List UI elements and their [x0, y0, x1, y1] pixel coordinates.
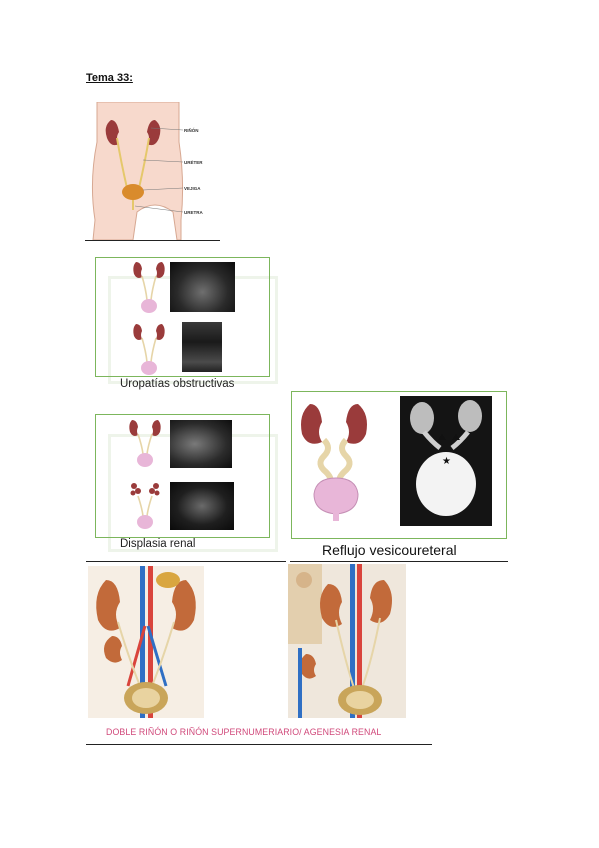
label-bladder: VEJIGA: [184, 186, 201, 191]
divider-1: [85, 240, 220, 241]
kidney-diagram-obstructive-2: [132, 322, 166, 378]
divider-3: [86, 561, 286, 562]
label-kidney: RIÑÓN: [184, 126, 199, 133]
kidney-diagram-dysplasia-2: [128, 480, 162, 532]
page-title: Tema 33:: [86, 72, 133, 84]
caption-obstructive: Uropatías obstructivas: [120, 378, 235, 390]
ultrasound-image-1: [170, 262, 235, 312]
double-kidney-illustration-2: [288, 564, 406, 718]
caption-reflux: Reflujo vesicoureteral: [322, 542, 457, 558]
divider-2: [290, 561, 508, 562]
svg-text:★: ★: [442, 456, 451, 467]
label-ureter: URÉTER: [184, 158, 203, 165]
xray-image-1: [182, 322, 222, 372]
kidney-diagram-obstructive-1: [132, 260, 166, 316]
cystogram-image: ★: [400, 396, 492, 526]
reflux-diagram: [296, 398, 388, 526]
kidney-diagram-dysplasia-1: [128, 418, 162, 470]
obstructive-frame: [95, 257, 270, 377]
ultrasound-image-2: [170, 420, 232, 468]
urinary-system-figure: RIÑÓN URÉTER VEJIGA URETRA: [85, 101, 225, 241]
divider-4: [86, 744, 432, 745]
double-kidney-illustration-1: [88, 566, 204, 718]
caption-dysplasia: Displasia renal: [120, 538, 196, 550]
caption-double-kidney: DOBLE RIÑÓN O RIÑÓN SUPERNUMERIARIO/ AGE…: [106, 727, 382, 737]
dysplasia-frame: [95, 414, 270, 538]
label-urethra: URETRA: [184, 210, 203, 215]
ultrasound-image-3: [170, 482, 234, 530]
reflux-frame: [291, 391, 507, 539]
